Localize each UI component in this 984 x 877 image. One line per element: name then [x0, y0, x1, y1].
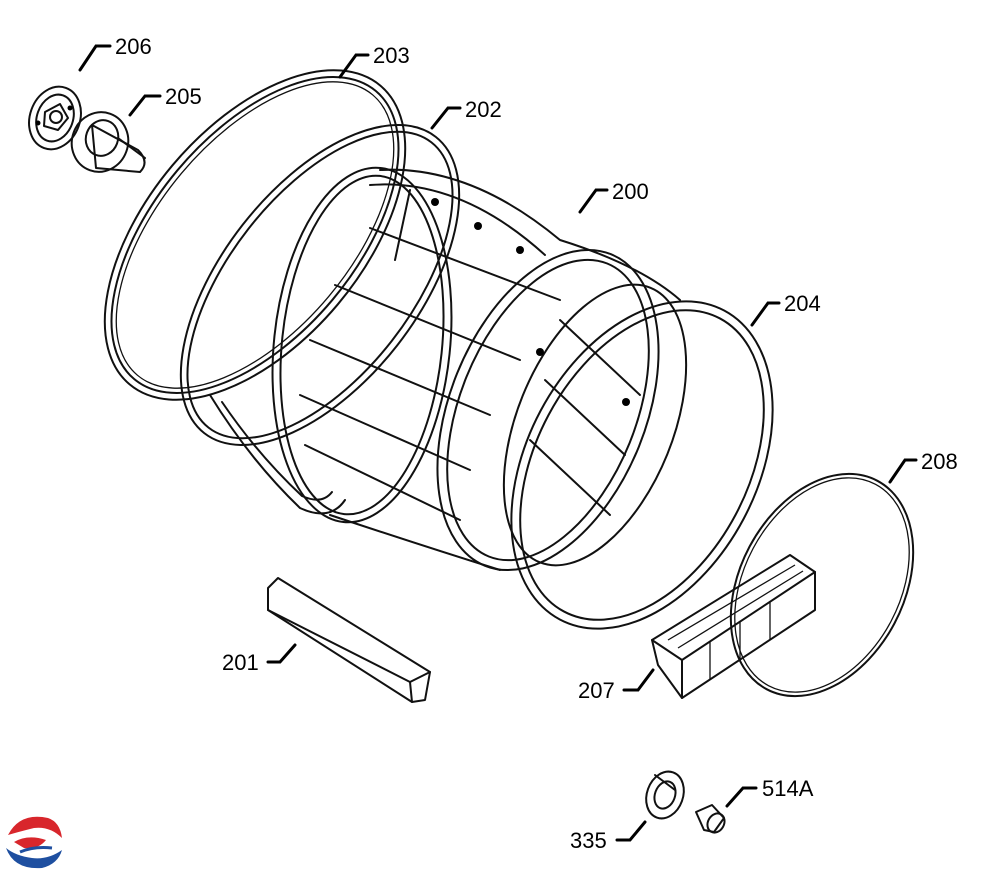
part-204-rear-ring[interactable] — [458, 256, 825, 673]
svg-text:335: 335 — [570, 828, 607, 853]
part-203-front-seal[interactable] — [47, 16, 463, 454]
svg-text:200: 200 — [612, 179, 649, 204]
part-205-shaft[interactable] — [63, 104, 146, 180]
callout-201: 201 — [222, 643, 297, 675]
svg-text:208: 208 — [921, 449, 958, 474]
svg-text:514A: 514A — [762, 776, 814, 801]
part-202-rear-seal[interactable] — [127, 77, 513, 515]
callout-203: 203 — [338, 43, 410, 79]
svg-text:204: 204 — [784, 291, 821, 316]
callout-514a: 514A — [725, 776, 814, 808]
svg-text:202: 202 — [465, 97, 502, 122]
part-207-lint-filter[interactable] — [651, 554, 816, 699]
callout-206: 206 — [78, 34, 152, 72]
part-201-baffle[interactable] — [267, 577, 431, 703]
svg-text:206: 206 — [115, 34, 152, 59]
callout-202: 202 — [430, 97, 502, 130]
callout-200: 200 — [578, 179, 649, 214]
callout-335: 335 — [570, 820, 647, 853]
callout-204: 204 — [750, 291, 821, 327]
svg-text:205: 205 — [165, 84, 202, 109]
part-335-roller[interactable] — [640, 766, 690, 823]
part-208-belt[interactable] — [694, 442, 950, 727]
part-206-bearing[interactable] — [21, 79, 90, 156]
part-514a-shaft[interactable] — [695, 804, 728, 836]
svg-text:201: 201 — [222, 650, 259, 675]
callout-208: 208 — [888, 449, 958, 484]
part-200-drum[interactable] — [256, 159, 723, 603]
callout-205: 205 — [128, 84, 202, 117]
brand-swirl-icon — [4, 814, 62, 870]
svg-text:207: 207 — [578, 678, 615, 703]
callout-207: 207 — [578, 668, 655, 703]
svg-text:203: 203 — [373, 43, 410, 68]
